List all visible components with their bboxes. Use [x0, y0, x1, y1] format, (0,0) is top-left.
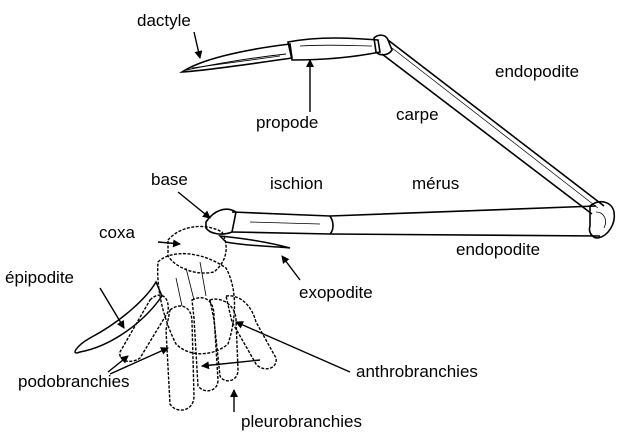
exopodite-arrow: [282, 256, 300, 280]
epipodite-arrow: [100, 288, 124, 328]
podobranchies-arrow-2: [110, 348, 168, 374]
label-pleurobranchies: pleurobranchies: [241, 413, 362, 430]
label-podobranchies: podobranchies: [18, 373, 130, 390]
coxa-arrow: [158, 242, 180, 244]
label-ischion: ischion: [270, 175, 323, 192]
propode-segment: [288, 38, 380, 60]
label-endopodite-top: endopodite: [495, 63, 579, 80]
knee-joint: [589, 202, 614, 238]
anthrobranchies-line-1: [236, 322, 350, 372]
label-carpe: carpe: [396, 106, 439, 123]
label-epipodite: épipodite: [5, 269, 74, 286]
label-coxa: coxa: [99, 224, 135, 241]
dactyle-arrow: [194, 32, 200, 58]
label-dactyle: dactyle: [137, 12, 191, 29]
exopodite-segment: [220, 236, 290, 248]
label-propode: propode: [256, 114, 318, 131]
label-base: base: [151, 171, 188, 188]
base-arrow: [178, 192, 210, 218]
podobranchies-arrow-1: [108, 356, 128, 372]
label-anthrobranchies: anthrobranchies: [356, 363, 478, 380]
base-segment: [206, 209, 236, 234]
dactyle-segment: [182, 44, 292, 72]
merus-ischion-segment: [232, 206, 600, 236]
leader-lines: [100, 32, 350, 412]
label-exopodite: exopodite: [299, 284, 373, 301]
label-merus: mérus: [412, 175, 459, 192]
label-endopodite-bottom: endopodite: [456, 241, 540, 258]
anthrobranchies-line-2: [202, 360, 260, 366]
